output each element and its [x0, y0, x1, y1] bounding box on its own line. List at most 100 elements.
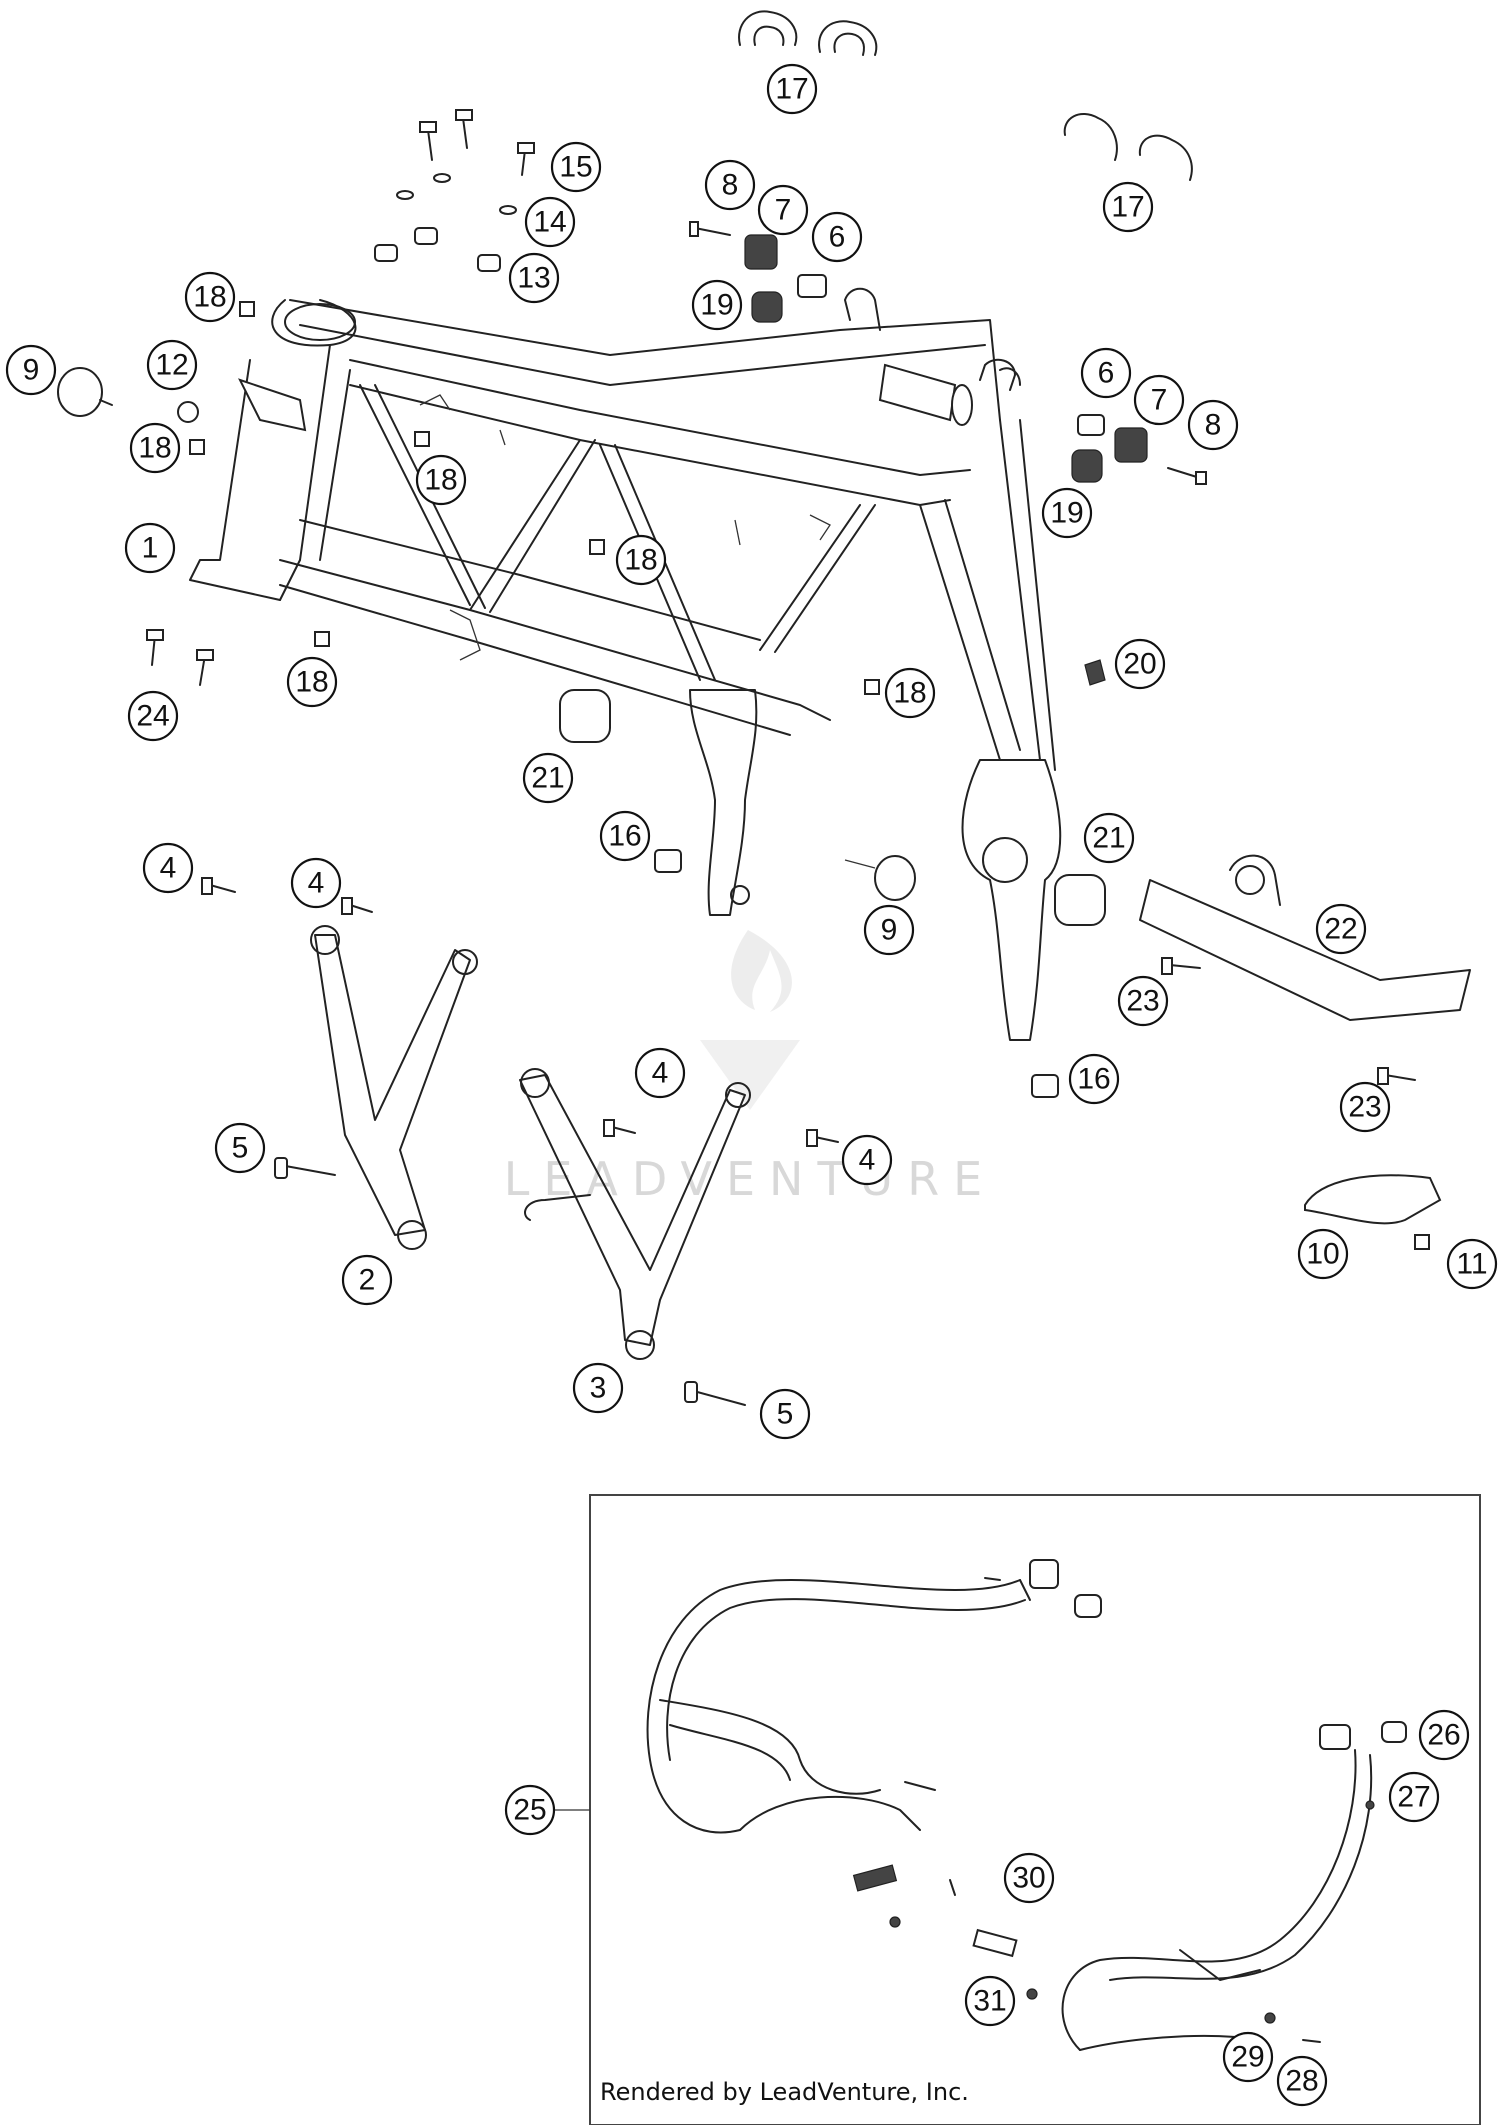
svg-text:21: 21: [1092, 822, 1125, 855]
svg-text:25: 25: [513, 1794, 546, 1827]
svg-text:19: 19: [1050, 497, 1083, 530]
callout-20: 20: [1114, 638, 1166, 690]
svg-text:31: 31: [973, 1985, 1006, 2018]
callout-25: 25: [504, 1784, 556, 1836]
callout-4b: 4: [290, 857, 342, 909]
callout-8a: 8: [704, 159, 756, 211]
callout-5a: 5: [214, 1122, 266, 1174]
svg-text:22: 22: [1324, 913, 1357, 946]
svg-text:27: 27: [1397, 1781, 1430, 1814]
svg-text:16: 16: [1077, 1063, 1110, 1096]
svg-text:4: 4: [859, 1144, 876, 1177]
bracket-12: [177, 378, 307, 432]
callout-19b: 19: [1041, 487, 1093, 539]
svg-text:16: 16: [608, 820, 641, 853]
render-credit: Rendered by LeadVenture, Inc.: [600, 2078, 969, 2106]
callout-31: 31: [964, 1975, 1016, 2027]
callout-12: 12: [146, 339, 198, 391]
callout-8b: 8: [1187, 399, 1239, 451]
svg-text:23: 23: [1126, 985, 1159, 1018]
callout-4a: 4: [142, 842, 194, 894]
callout-28: 28: [1276, 2055, 1328, 2107]
svg-text:26: 26: [1427, 1719, 1460, 1752]
callout-6b: 6: [1080, 347, 1132, 399]
nuts-18: [189, 301, 880, 695]
svg-text:4: 4: [652, 1057, 669, 1090]
callout-16b: 16: [1068, 1053, 1120, 1105]
svg-text:4: 4: [308, 867, 325, 900]
svg-text:13: 13: [517, 262, 550, 295]
svg-text:18: 18: [424, 464, 457, 497]
rubber-21: [559, 689, 1106, 926]
callout-1: 1: [124, 522, 176, 574]
svg-text:10: 10: [1306, 1238, 1339, 1271]
svg-text:3: 3: [590, 1372, 607, 1405]
svg-text:9: 9: [23, 354, 40, 387]
crash-bar-25: [646, 1559, 1407, 2051]
mount-9-mid: [844, 855, 916, 901]
callout-18e: 18: [286, 656, 338, 708]
svg-text:6: 6: [829, 221, 846, 254]
callout-21b: 21: [1083, 812, 1135, 864]
svg-text:28: 28: [1285, 2065, 1318, 2098]
clip-20: [1084, 659, 1106, 686]
callout-19a: 19: [691, 279, 743, 331]
svg-text:1: 1: [142, 532, 159, 565]
callout-9a: 9: [5, 344, 57, 396]
watermark-text: LEADVENTURE: [504, 1152, 997, 1206]
svg-text:30: 30: [1012, 1862, 1045, 1895]
svg-text:14: 14: [533, 206, 566, 239]
bolts-15: [419, 109, 535, 176]
callout-11: 11: [1446, 1238, 1498, 1290]
bushings-13: [374, 227, 501, 272]
spacers-16: [654, 849, 1059, 1098]
svg-text:8: 8: [1205, 409, 1222, 442]
callout-17b: 17: [1102, 181, 1154, 233]
svg-text:6: 6: [1098, 357, 1115, 390]
callout-23b: 23: [1339, 1081, 1391, 1133]
svg-text:17: 17: [1111, 191, 1144, 224]
svg-text:4: 4: [160, 852, 177, 885]
svg-text:24: 24: [136, 700, 169, 733]
svg-text:18: 18: [193, 281, 226, 314]
callout-27: 27: [1388, 1771, 1440, 1823]
callout-7b: 7: [1133, 374, 1185, 426]
svg-text:21: 21: [531, 762, 564, 795]
svg-text:29: 29: [1231, 2041, 1264, 2074]
callout-13: 13: [508, 252, 560, 304]
callout-24: 24: [127, 690, 179, 742]
callout-15: 15: [550, 141, 602, 193]
callout-18a: 18: [184, 271, 236, 323]
callout-26: 26: [1418, 1709, 1470, 1761]
svg-text:15: 15: [559, 151, 592, 184]
callout-17a: 17: [766, 63, 818, 115]
svg-text:7: 7: [775, 194, 792, 227]
callout-4c: 4: [634, 1047, 686, 1099]
svg-text:7: 7: [1151, 384, 1168, 417]
guard-10: [1304, 1174, 1442, 1250]
callout-18b: 18: [129, 422, 181, 474]
callout-10: 10: [1297, 1228, 1349, 1280]
svg-text:5: 5: [232, 1132, 249, 1165]
bracket-2: [274, 925, 478, 1250]
svg-text:8: 8: [722, 169, 739, 202]
svg-text:23: 23: [1348, 1091, 1381, 1124]
bracket-3: [519, 1068, 751, 1406]
bolts-24: [146, 629, 214, 686]
subframe-22: [1139, 854, 1471, 1021]
callout-9b: 9: [863, 904, 915, 956]
bolt-bushing-set-right: [1071, 414, 1207, 485]
callout-16a: 16: [599, 810, 651, 862]
callout-30: 30: [1003, 1852, 1055, 1904]
callout-5b: 5: [759, 1388, 811, 1440]
svg-text:18: 18: [893, 677, 926, 710]
svg-text:11: 11: [1456, 1248, 1487, 1281]
callout-18f: 18: [884, 667, 936, 719]
clamp-17-top: [738, 10, 878, 56]
svg-text:9: 9: [881, 914, 898, 947]
callout-18d: 18: [615, 534, 667, 586]
svg-text:5: 5: [777, 1398, 794, 1431]
clamp-17-right: [1063, 113, 1193, 181]
callout-2: 2: [341, 1254, 393, 1306]
